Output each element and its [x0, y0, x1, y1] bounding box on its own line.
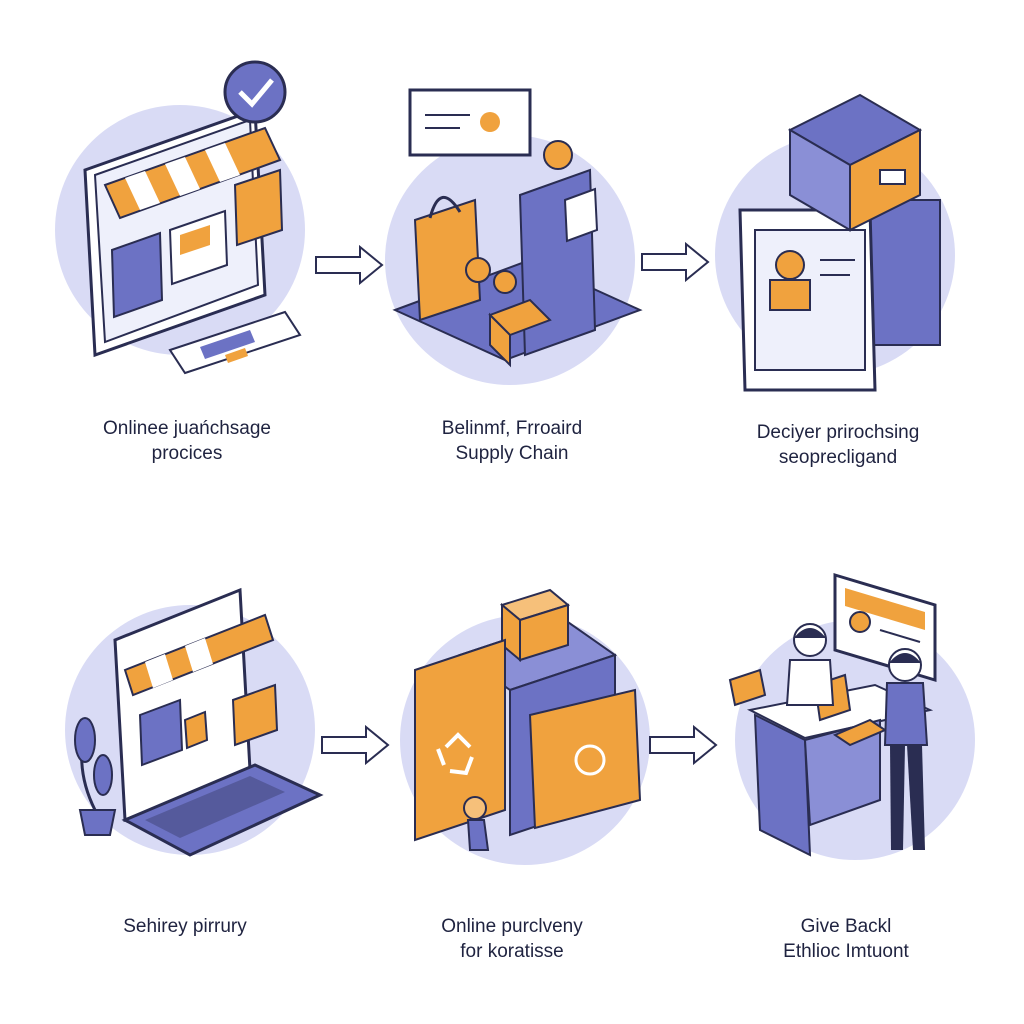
step-1-illustration — [55, 60, 305, 375]
step-4-caption: Sehirey pirrury — [45, 914, 325, 939]
step-2-illustration — [385, 88, 643, 385]
step-2-caption-line2: Supply Chain — [455, 443, 569, 464]
step-1-caption-line1: Onlinee juańchsage — [103, 418, 271, 439]
step-6-caption: Give Backl Ethlioc Imtuont — [706, 914, 986, 964]
step-3-caption-line2: seoprecligand — [778, 447, 898, 468]
step-3-illustration — [715, 93, 955, 392]
flow-arrow-1 — [315, 245, 384, 285]
step-1-caption-line2: procices — [151, 443, 223, 464]
step-6-caption-line2: Ethlioc Imtuont — [783, 941, 909, 962]
flow-arrow-3 — [321, 725, 390, 765]
step-5-illustration — [400, 588, 650, 865]
step-5-caption-line2: for koratisse — [460, 941, 564, 962]
step-3-caption-line1: Deciyer prirochsing — [756, 422, 920, 443]
flow-arrow-4 — [649, 725, 718, 765]
step-6-caption-line1: Give Backl — [800, 916, 892, 937]
step-5-caption-line1: Online purclveny — [441, 916, 583, 937]
step-2-caption-line1: Belinmf, Frroaird — [441, 418, 583, 439]
step-2-caption: Belinmf, Frroaird Supply Chain — [372, 416, 652, 466]
flow-arrow-2 — [641, 242, 710, 282]
step-6-illustration — [728, 572, 975, 860]
step-4-illustration — [65, 587, 324, 857]
step-4-caption-line1: Sehirey pirrury — [123, 916, 247, 937]
step-1-caption: Onlinee juańchsage procices — [47, 416, 327, 466]
step-3-caption: Deciyer prirochsing seoprecligand — [698, 420, 978, 470]
step-5-caption: Online purclveny for koratisse — [372, 914, 652, 964]
